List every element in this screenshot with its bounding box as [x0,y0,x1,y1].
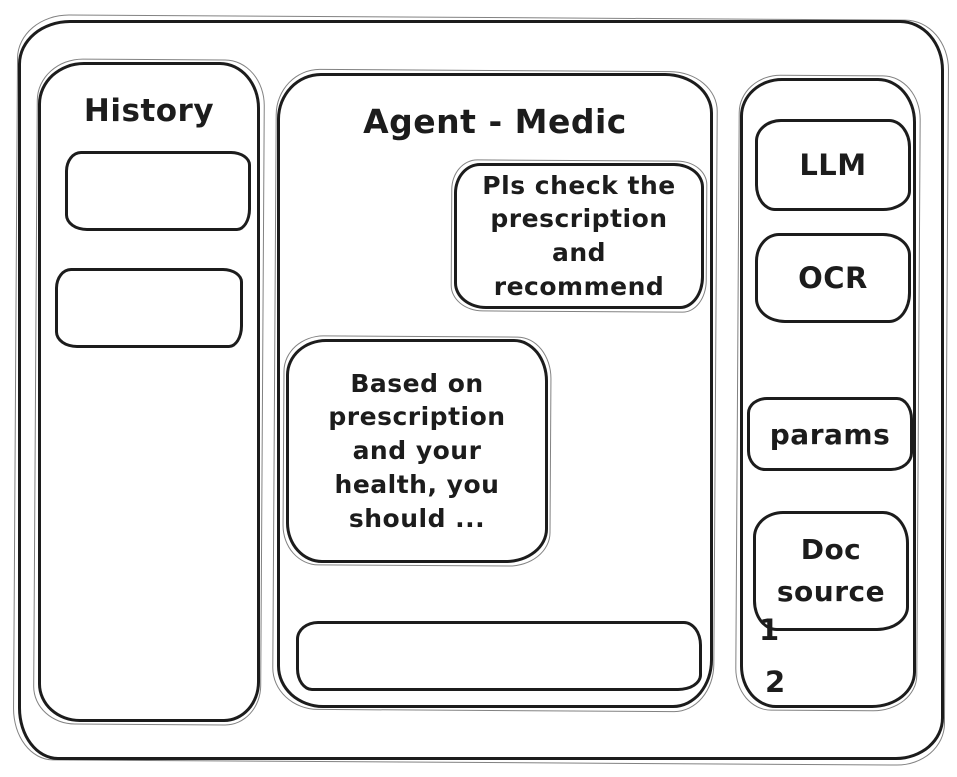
history-item[interactable] [65,151,251,231]
doc-source-item-2[interactable]: 2 [765,665,786,699]
params-button[interactable]: params [747,397,913,471]
chat-panel: Agent - Medic Pls check the prescription… [277,73,713,708]
history-title: History [83,93,215,129]
chat-panel-title: Agent - Medic [363,102,627,141]
doc-source-button[interactable]: Doc source [753,511,909,631]
llm-button[interactable]: LLM [755,119,911,211]
user-message-bubble: Pls check the prescription and recommend [454,163,704,309]
tools-sidebar: LLM OCR params Doc source 1 2 [740,78,916,708]
history-sidebar: History [38,62,260,722]
doc-source-item-1[interactable]: 1 [759,613,780,647]
ocr-button[interactable]: OCR [755,233,911,323]
agent-message-text: Based on prescription and your health, y… [328,368,506,533]
agent-message-bubble: Based on prescription and your health, y… [286,339,548,563]
user-message-text: Pls check the prescription and recommend [482,170,676,301]
history-item[interactable] [55,268,243,348]
chat-input[interactable] [296,621,702,691]
